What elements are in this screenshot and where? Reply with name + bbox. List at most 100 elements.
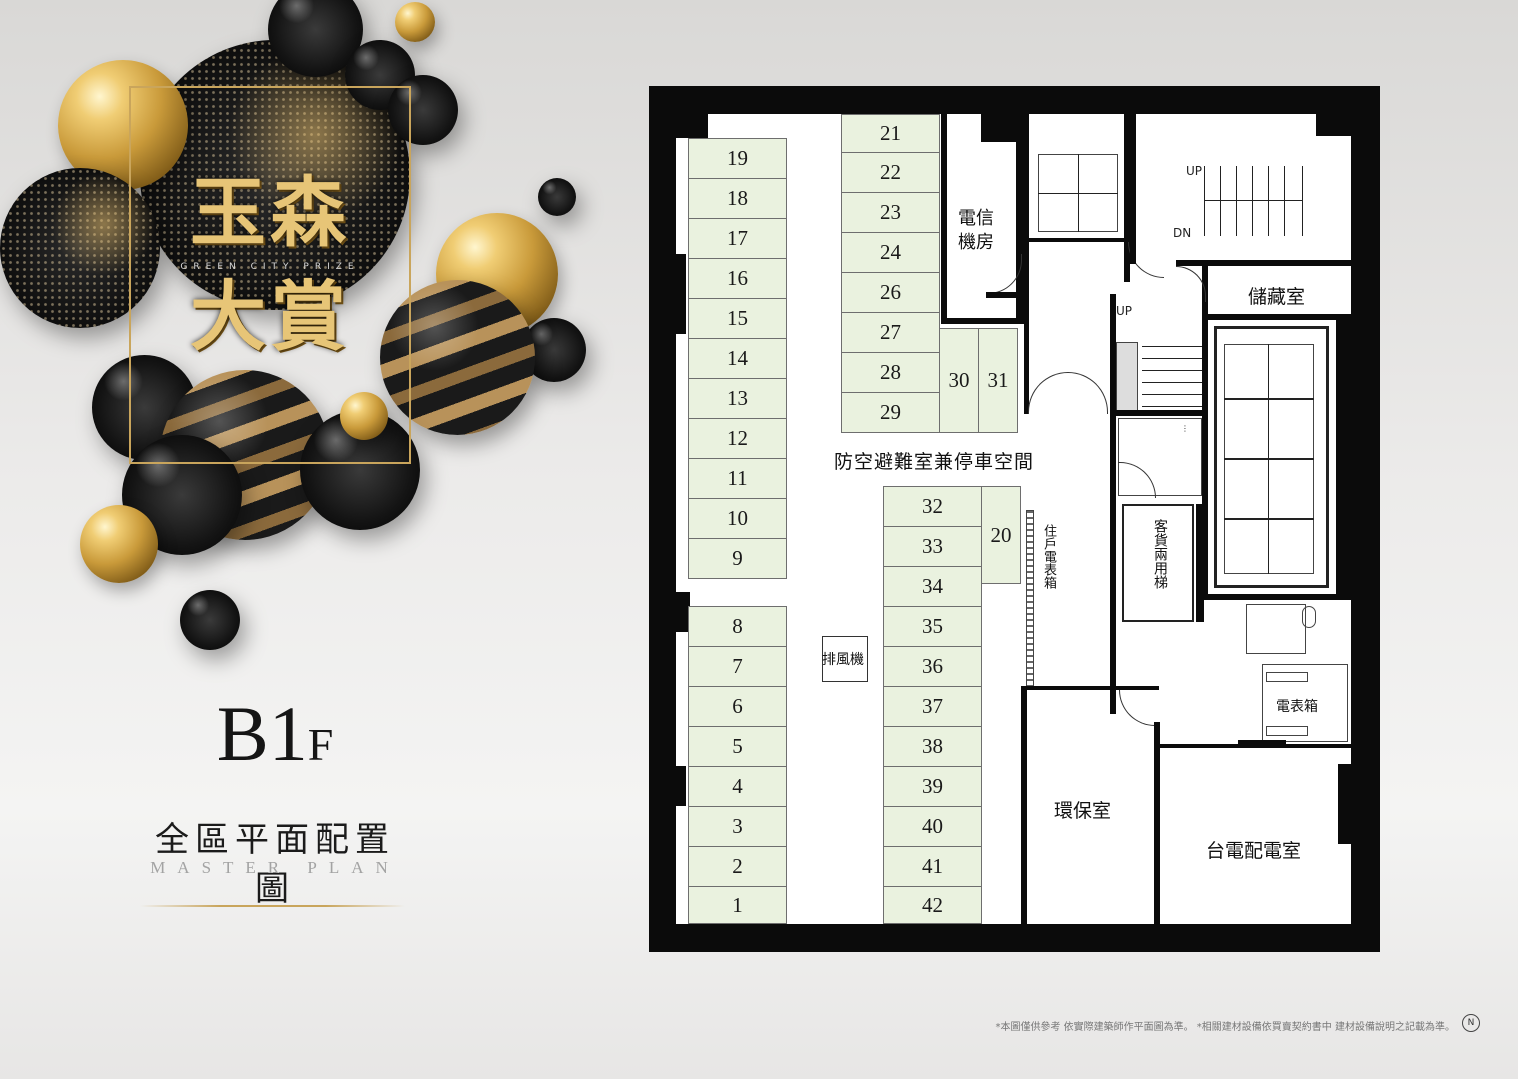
wall — [1110, 410, 1202, 416]
wall — [981, 114, 1021, 142]
wall — [676, 114, 708, 138]
meter-box-label: 電表箱 — [1276, 699, 1318, 715]
shaft-divider — [1224, 458, 1314, 460]
parking-stall: 16 — [688, 258, 787, 299]
wall — [1196, 504, 1204, 622]
parking-stall: 31 — [978, 328, 1018, 433]
logo-english: GREEN CITY PRIZE — [180, 262, 360, 272]
stair-up-label: UP — [1186, 164, 1203, 178]
parking-stall: 10 — [688, 498, 787, 539]
elevator-dual-shaft — [1122, 504, 1194, 622]
logo-frame — [129, 86, 411, 464]
wall — [676, 592, 690, 632]
large-shaft — [1214, 326, 1329, 588]
stair-step — [1204, 166, 1205, 236]
parking-stall: 18 — [688, 178, 787, 219]
wall — [1154, 722, 1160, 924]
wall — [1206, 314, 1351, 320]
wall — [1154, 744, 1351, 748]
parking-stall: 3 — [688, 806, 787, 847]
wall — [676, 254, 686, 334]
meter-box-room — [1262, 664, 1348, 742]
parking-stall: 38 — [883, 726, 982, 767]
parking-stall: 19 — [688, 138, 787, 179]
parking-stall: 1 — [688, 886, 787, 924]
wall — [1021, 686, 1159, 690]
utility-room — [1118, 418, 1202, 496]
floor-level-big: B1 — [216, 690, 308, 777]
stair-step — [1220, 166, 1221, 236]
parking-stall: 5 — [688, 726, 787, 767]
disclaimer-footnote: *本圖僅供參考 依實際建築師作平面圖為準。 *相關建材設備依買賣契約書中 建材設… — [995, 1022, 1455, 1033]
logo-line1: 玉森 — [190, 168, 350, 257]
parking-stall: 26 — [841, 272, 940, 313]
wall — [1029, 238, 1129, 242]
wall — [1238, 740, 1286, 746]
power-room-label: 台電配電室 — [1206, 840, 1302, 862]
wall — [1016, 114, 1024, 324]
parking-stall: 34 — [883, 566, 982, 607]
stair-step — [1284, 166, 1285, 236]
parking-stall: 8 — [688, 606, 787, 647]
orb-striped-large — [380, 280, 535, 435]
parking-stall: 6 — [688, 686, 787, 727]
orb-dotted — [0, 168, 160, 328]
parking-stall: 20 — [981, 486, 1021, 584]
wall — [941, 114, 947, 322]
wall — [941, 318, 1021, 324]
parking-stall: 30 — [939, 328, 979, 433]
logo-line2: 大賞 — [190, 272, 350, 361]
toilet-icon — [1302, 606, 1316, 628]
utility-label: ⋮ — [1181, 424, 1189, 433]
shaft-divider — [1224, 518, 1314, 520]
parking-stall: 15 — [688, 298, 787, 339]
resident-meter-label: 住戶電表箱 — [1041, 524, 1056, 589]
wall — [1130, 114, 1136, 264]
parking-stall: 36 — [883, 646, 982, 687]
env-room-label: 環保室 — [1054, 800, 1112, 822]
parking-stall: 17 — [688, 218, 787, 259]
wall — [1316, 114, 1351, 136]
parking-stall: 7 — [688, 646, 787, 687]
stair-step — [1142, 358, 1202, 359]
stair-up-label-2: UP — [1116, 304, 1133, 318]
meter-strip — [1026, 510, 1034, 688]
parking-stall: 42 — [883, 886, 982, 924]
shaft-divider — [1224, 398, 1314, 400]
wall — [1338, 764, 1351, 844]
orb-black — [180, 590, 240, 650]
plan-subtitle: MASTER PLAN — [150, 858, 400, 877]
orb-black — [538, 178, 576, 216]
telecom-room-label-2: 機房 — [958, 232, 994, 253]
orb-gold — [340, 392, 388, 440]
shelter-parking-label: 防空避難室兼停車空間 — [834, 451, 1035, 473]
stair-block — [1116, 342, 1138, 412]
wall — [1124, 114, 1130, 282]
wall — [1110, 294, 1116, 414]
stair-step — [1236, 166, 1237, 236]
stair-step — [1252, 166, 1253, 236]
parking-stall: 37 — [883, 686, 982, 727]
floor-level: B1F — [140, 695, 410, 773]
parking-stall: 14 — [688, 338, 787, 379]
elevator-cross — [1078, 154, 1079, 232]
parking-stall: 39 — [883, 766, 982, 807]
stair-step — [1142, 394, 1202, 395]
north-compass-icon: N — [1462, 1014, 1480, 1032]
wall — [986, 292, 1020, 298]
stair-step — [1142, 370, 1202, 371]
parking-stall: 9 — [688, 538, 787, 579]
parking-stall: 33 — [883, 526, 982, 567]
gold-divider — [140, 905, 405, 907]
orb-gold — [80, 505, 158, 583]
parking-stall: 21 — [841, 114, 940, 153]
parking-stall: 2 — [688, 846, 787, 887]
parking-stall: 22 — [841, 152, 940, 193]
telecom-room-label-1: 電信 — [958, 208, 994, 229]
parking-stall: 13 — [688, 378, 787, 419]
storage-room-label: 儲藏室 — [1248, 286, 1306, 308]
elevator-dual-label: 客貨兩用梯 — [1152, 519, 1168, 589]
stair-step — [1268, 166, 1269, 236]
parking-stall: 23 — [841, 192, 940, 233]
wall — [1024, 114, 1029, 414]
